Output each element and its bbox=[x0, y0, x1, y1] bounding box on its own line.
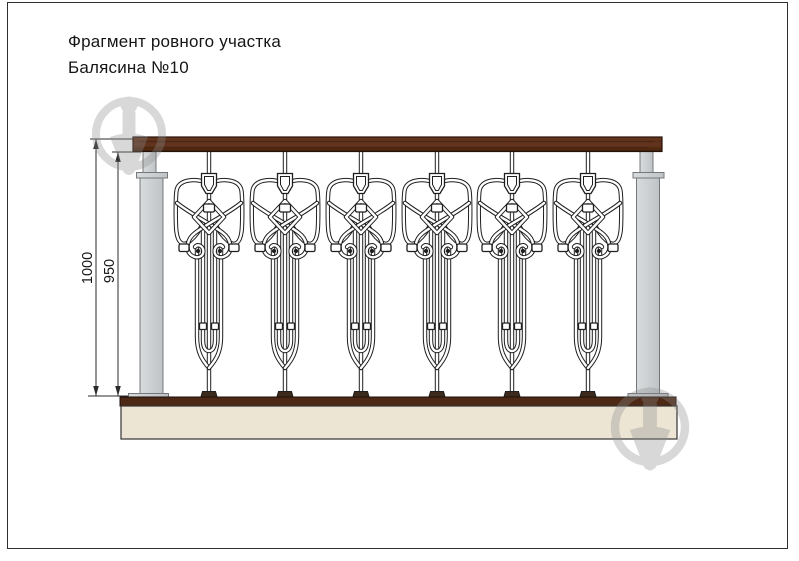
baluster-3 bbox=[328, 151, 395, 401]
drawing-title: Фрагмент ровного участка bbox=[68, 32, 282, 51]
baluster-6 bbox=[555, 151, 622, 401]
baluster-5 bbox=[479, 151, 546, 401]
baluster-4 bbox=[404, 151, 471, 401]
dimension-950: 950 bbox=[102, 151, 141, 396]
bottom-rail bbox=[119, 396, 677, 407]
right-post bbox=[627, 150, 669, 400]
base-block bbox=[120, 405, 678, 440]
dimension-950-label: 950 bbox=[102, 259, 118, 283]
baluster-2 bbox=[252, 151, 319, 401]
dimension-1000-label: 1000 bbox=[80, 252, 96, 284]
baluster-number-subtitle: Балясина №10 bbox=[68, 58, 189, 77]
dimension-lines: 1000 950 bbox=[80, 138, 141, 397]
handrail bbox=[132, 136, 663, 153]
baluster-1 bbox=[176, 151, 243, 401]
balusters bbox=[176, 151, 622, 401]
left-post bbox=[128, 150, 169, 400]
title-block: Фрагмент ровного участка Балясина №10 bbox=[68, 29, 281, 81]
